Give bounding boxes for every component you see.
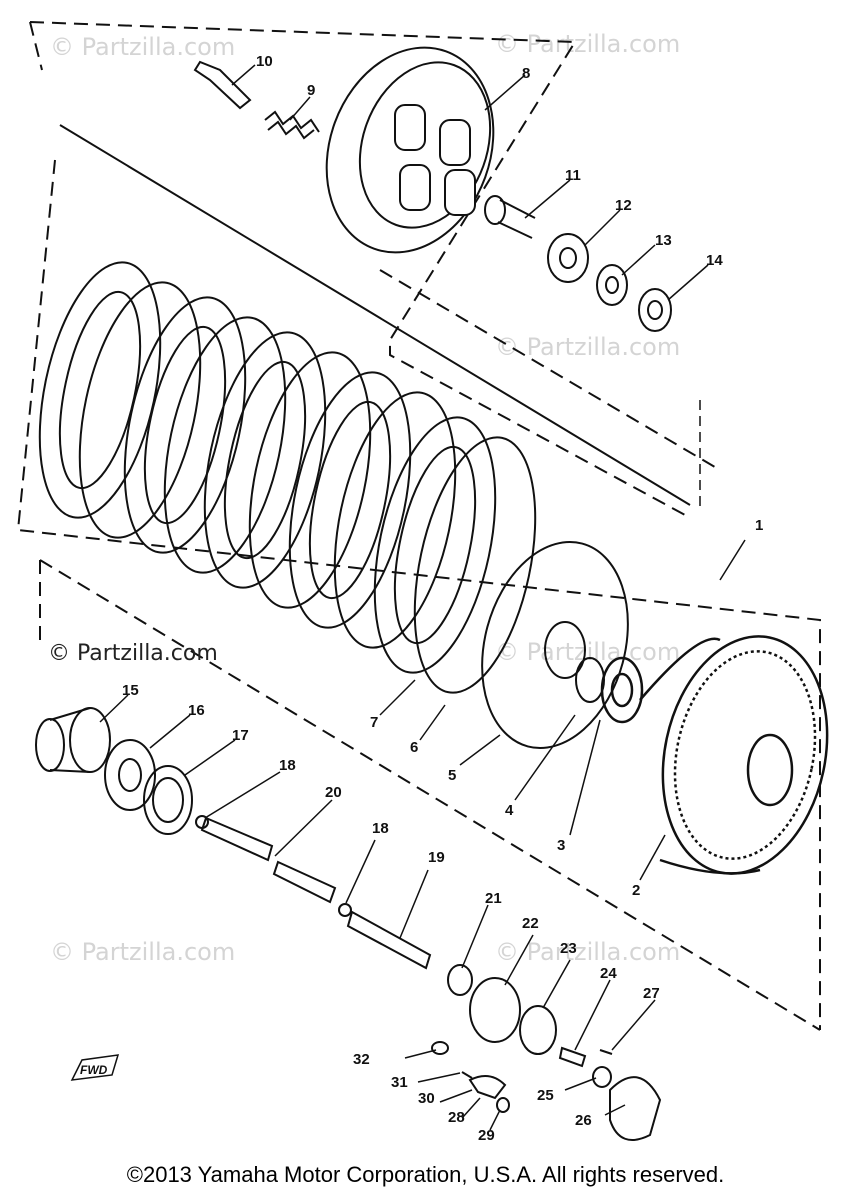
callout-28: 28 [448,1109,465,1126]
callout-22: 22 [522,915,539,932]
callout-numbers: 1 2 3 4 5 6 7 8 9 10 11 12 13 14 15 16 1… [122,53,763,1144]
watermarks: © Partzilla.com © Partzilla.com © Partzi… [50,30,680,966]
push-rods [195,815,432,970]
callout-14: 14 [706,252,723,269]
callout-24: 24 [600,965,617,982]
callout-31: 31 [391,1074,408,1091]
small-parts [431,964,662,1141]
callout-4: 4 [505,802,514,819]
callout-16: 16 [188,702,205,719]
callout-15: 15 [122,682,139,699]
callout-23: 23 [560,940,577,957]
pressure-plate [325,46,495,254]
nut-12 [547,233,589,283]
watermark: © Partzilla.com [495,938,680,966]
screw-10 [193,60,252,110]
callout-2: 2 [632,882,640,899]
callout-32: 32 [353,1051,370,1068]
watermark: © Partzilla.com [50,938,235,966]
clutch-pack-top-line [59,124,691,506]
callout-9: 9 [307,82,315,99]
watermark: © Partzilla.com [495,638,680,666]
bearing-15 [35,707,111,773]
clutch-boss-5 [481,540,629,750]
watermark-dark: © Partzilla.com [48,641,218,666]
callout-18: 18 [279,757,296,774]
callout-27: 27 [643,985,660,1002]
callout-10: 10 [256,53,273,70]
callout-3: 3 [557,837,565,854]
callout-7: 7 [370,714,378,731]
callout-17: 17 [232,727,249,744]
callout-5: 5 [448,767,456,784]
callout-6: 6 [410,739,418,756]
callout-19: 19 [428,849,445,866]
callout-11: 11 [565,167,581,184]
watermark: © Partzilla.com [495,30,680,58]
washer-16 [104,739,156,811]
callout-12: 12 [615,197,632,214]
callout-30: 30 [418,1090,435,1107]
clutch-plate-stack [38,261,537,694]
callout-29: 29 [478,1127,495,1144]
watermark: © Partzilla.com [50,33,235,61]
fwd-label: FWD [80,1063,108,1077]
callout-18b: 18 [372,820,389,837]
callout-26: 26 [575,1112,592,1129]
fwd-indicator: FWD [70,1054,120,1081]
spring-9 [264,110,320,140]
watermark: © Partzilla.com [495,333,680,361]
clutch-pack-outline [16,159,821,1030]
copyright-footer: ©2013 Yamaha Motor Corporation, U.S.A. A… [126,1162,725,1187]
callout-8: 8 [522,65,530,82]
washer-14 [638,288,672,332]
pressure-plate-group-outline [29,21,43,71]
callout-13: 13 [655,232,672,249]
callout-25: 25 [537,1087,554,1104]
pressure-plate-group-outline [29,21,686,516]
washer-3 [600,656,644,724]
callout-20: 20 [325,784,342,801]
lock-washer-13 [596,264,628,306]
callout-21: 21 [485,890,502,907]
callout-1: 1 [755,517,763,534]
leader-lines [99,64,746,1131]
group-outlines [16,21,821,1031]
clutch-housing-2 [639,635,829,875]
washer-17 [143,765,193,835]
lower-group-outline [39,559,821,1031]
bolt-11 [484,195,536,239]
